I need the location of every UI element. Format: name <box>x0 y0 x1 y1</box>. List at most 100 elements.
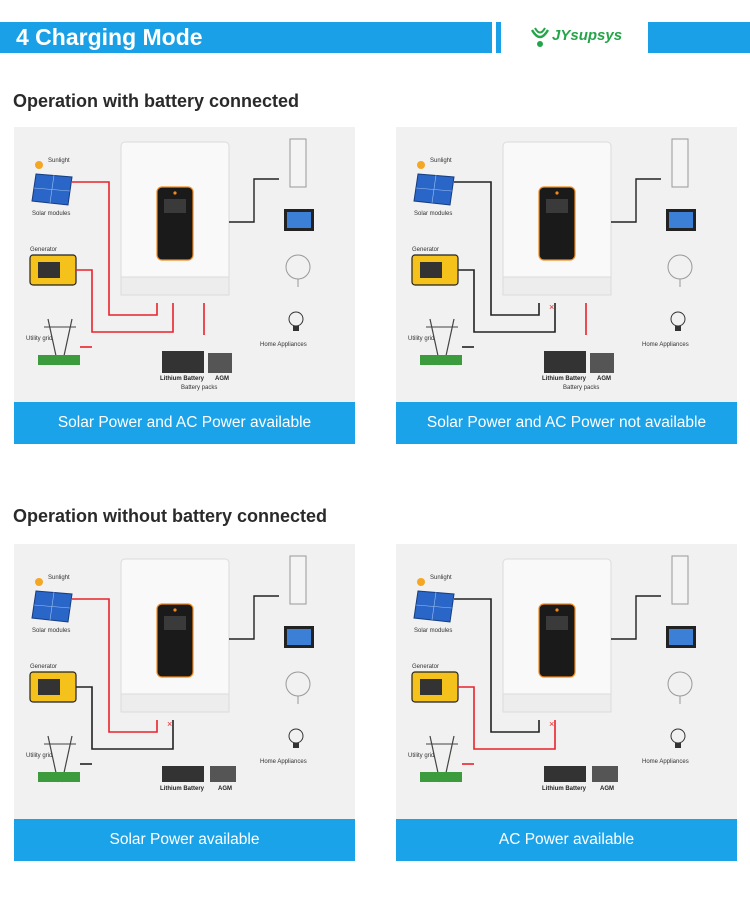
label-lithium-battery: Lithium Battery <box>160 376 205 382</box>
label-home-appliances: Home Appliances <box>260 342 307 348</box>
air-conditioner-icon <box>289 555 307 605</box>
utility-grid-icon <box>38 735 80 783</box>
utility-grid-icon <box>420 735 462 783</box>
fan-icon <box>667 254 693 287</box>
light-bulb-icon <box>670 311 686 331</box>
output-line <box>229 595 279 640</box>
output-line <box>611 178 661 223</box>
label-lithium-battery: Lithium Battery <box>542 786 587 792</box>
logo-icon <box>530 27 550 47</box>
label-agm: AGM <box>600 786 614 792</box>
solar-panel-icon <box>413 173 455 206</box>
inverter-unit <box>502 141 612 296</box>
label-solar-modules: Solar modules <box>32 211 70 217</box>
label-home-appliances: Home Appliances <box>642 759 689 765</box>
label-utility-grid: Utility grid <box>408 336 434 342</box>
generator-line <box>76 269 174 333</box>
brand-logo: JYsupsys <box>528 24 638 52</box>
label-battery-packs: Battery packs <box>563 385 599 391</box>
generator-icon <box>411 671 459 703</box>
solar-line <box>72 181 158 316</box>
label-lithium-battery: Lithium Battery <box>542 376 587 382</box>
battery-icon <box>162 766 236 782</box>
utility-grid-icon <box>38 318 80 366</box>
solar-line <box>454 598 540 733</box>
solar-panel-icon <box>413 590 455 623</box>
generator-line <box>458 269 556 333</box>
generator-line <box>458 686 556 750</box>
label-generator: Generator <box>412 247 439 253</box>
panel-caption: Solar Power available <box>14 819 355 861</box>
generator-icon <box>411 254 459 286</box>
battery-icon <box>544 766 618 782</box>
sun-icon <box>35 161 43 169</box>
panel-caption: AC Power available <box>396 819 737 861</box>
label-solar-modules: Solar modules <box>414 211 452 217</box>
solar-line <box>72 598 158 733</box>
label-solar-modules: Solar modules <box>414 628 452 634</box>
label-solar-modules: Solar modules <box>32 628 70 634</box>
label-agm: AGM <box>218 786 232 792</box>
solar-panel-icon <box>31 590 73 623</box>
sun-icon <box>35 578 43 586</box>
header-right-bar <box>648 22 750 53</box>
output-line <box>229 178 279 223</box>
header-bar: 4 Charging Mode <box>0 22 492 53</box>
page-title: 4 Charging Mode <box>16 24 203 50</box>
label-generator: Generator <box>30 664 57 670</box>
fan-icon <box>667 671 693 704</box>
label-utility-grid: Utility grid <box>26 336 52 342</box>
light-bulb-icon <box>670 728 686 748</box>
air-conditioner-icon <box>289 138 307 188</box>
label-sunlight: Sunlight <box>48 575 70 581</box>
computer-icon <box>666 209 696 231</box>
solar-panel-icon <box>31 173 73 206</box>
inverter-unit <box>502 558 612 713</box>
label-utility-grid: Utility grid <box>408 753 434 759</box>
section-title-with-battery: Operation with battery connected <box>13 91 300 111</box>
sun-icon <box>417 161 425 169</box>
computer-icon <box>284 626 314 648</box>
logo-text: JYsupsys <box>552 27 623 44</box>
label-agm: AGM <box>597 376 611 382</box>
output-line <box>611 595 661 640</box>
label-sunlight: Sunlight <box>48 158 70 164</box>
label-agm: AGM <box>215 376 229 382</box>
air-conditioner-icon <box>671 555 689 605</box>
inverter-unit <box>120 558 230 713</box>
label-generator: Generator <box>412 664 439 670</box>
panel-caption: Solar Power and AC Power available <box>14 402 355 444</box>
panel-caption: Solar Power and AC Power not available <box>396 402 737 444</box>
generator-icon <box>29 254 77 286</box>
inverter-unit <box>120 141 230 296</box>
battery-icon <box>544 351 614 373</box>
computer-icon <box>284 209 314 231</box>
air-conditioner-icon <box>671 138 689 188</box>
section-title-without-battery: Operation without battery connected <box>13 506 328 526</box>
cut-mark-icon: × <box>549 302 554 312</box>
computer-icon <box>666 626 696 648</box>
label-lithium-battery: Lithium Battery <box>160 786 205 792</box>
label-generator: Generator <box>30 247 57 253</box>
fan-icon <box>285 254 311 287</box>
cut-mark-icon: × <box>167 719 172 729</box>
label-sunlight: Sunlight <box>430 575 452 581</box>
cut-mark-icon: × <box>549 719 554 729</box>
light-bulb-icon <box>288 728 304 748</box>
fan-icon <box>285 671 311 704</box>
solar-line <box>454 181 540 316</box>
generator-icon <box>29 671 77 703</box>
generator-line <box>76 686 174 750</box>
header-stripe <box>496 22 501 53</box>
label-sunlight: Sunlight <box>430 158 452 164</box>
label-home-appliances: Home Appliances <box>642 342 689 348</box>
label-home-appliances: Home Appliances <box>260 759 307 765</box>
